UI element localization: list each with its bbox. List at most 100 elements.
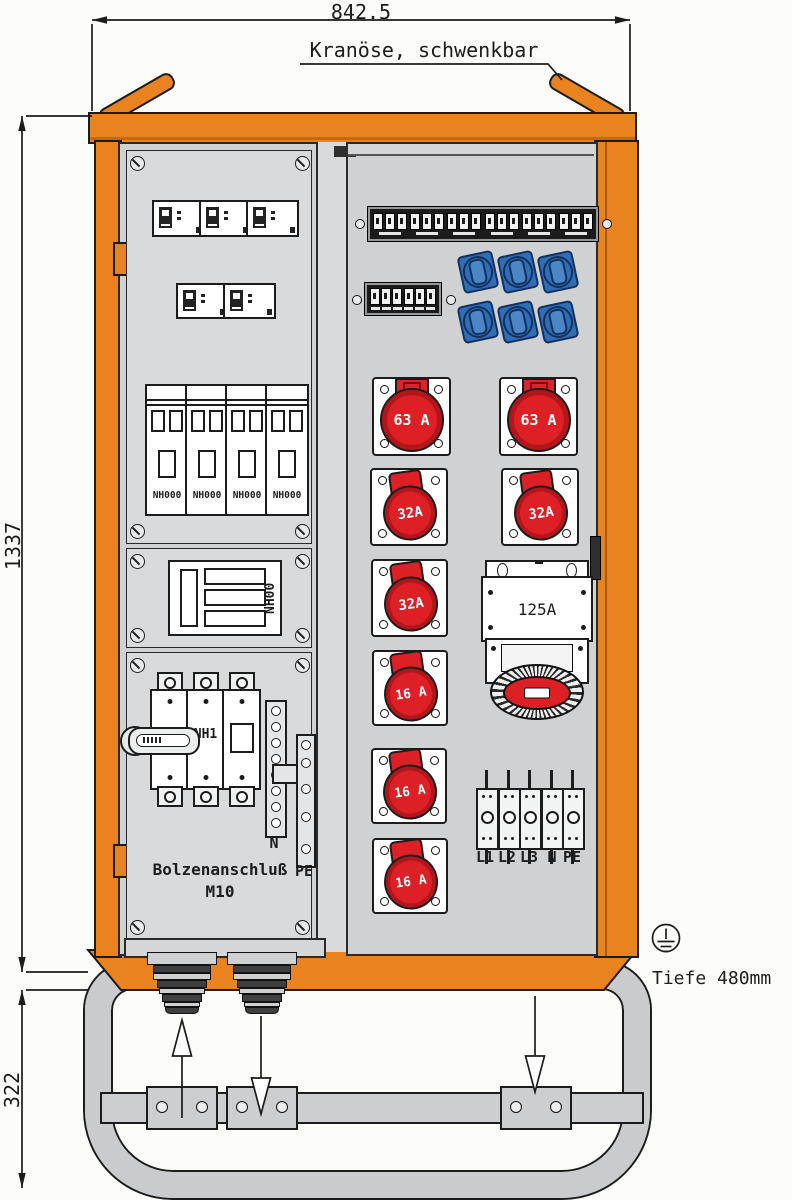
rating-label: 63 A	[520, 411, 557, 430]
screw	[130, 156, 145, 171]
nh000-fuse: NH000	[265, 384, 309, 516]
schuko-socket	[496, 299, 540, 345]
nh1-terminal	[157, 786, 183, 807]
breaker-module	[152, 200, 205, 237]
mounting-hole	[276, 1101, 288, 1113]
cee-socket-32a: 32A	[371, 559, 448, 637]
dim-width-value: 842.5	[330, 0, 392, 24]
nh00-contact	[204, 589, 266, 606]
cabinet-frame-left	[94, 140, 122, 958]
nh00-label: NH00	[263, 582, 278, 614]
breaker-module	[176, 283, 229, 319]
switch-handle-grip	[136, 734, 190, 747]
socket-body: 16 A	[377, 836, 442, 914]
screw	[130, 628, 145, 643]
schuko-socket	[456, 299, 500, 345]
terminal	[562, 788, 585, 850]
terminal-block	[476, 770, 590, 866]
nh1-terminal	[229, 786, 255, 807]
socket-face: 63 A	[379, 388, 444, 453]
screw	[130, 524, 145, 539]
mounting-hole	[510, 1101, 522, 1113]
screw	[446, 295, 456, 305]
center-divider	[316, 142, 348, 952]
right-panel-rail	[348, 144, 594, 156]
screw	[295, 920, 310, 935]
mounting-plate	[146, 1086, 218, 1130]
schuko-socket	[496, 249, 540, 295]
pe-busbar	[296, 734, 316, 868]
nh00-bar	[180, 569, 198, 627]
socket-body: 16 A	[377, 648, 442, 726]
socket-body: 16 A	[376, 746, 441, 824]
switch-handle	[128, 727, 200, 755]
terminal	[519, 788, 542, 850]
cabinet-top-bar	[88, 112, 637, 144]
nh000-label: NH000	[231, 490, 263, 501]
schuko-socket	[456, 249, 500, 295]
door-lock	[590, 536, 601, 580]
mounting-hole	[156, 1101, 168, 1113]
cee-socket-32a: 32A	[501, 468, 579, 546]
socket-body: 32A	[377, 558, 442, 636]
cee-socket-125a: 125A	[481, 560, 593, 740]
rating-label: 32A	[396, 503, 424, 523]
cee125-cover	[503, 676, 571, 710]
screw	[352, 295, 362, 305]
terminal-label-pe: PE	[562, 848, 582, 866]
rating-label: 63 A	[393, 411, 430, 430]
cee-socket-32a: 32A	[370, 468, 448, 546]
rating-label: 16 A	[394, 684, 428, 704]
mounting-plate	[226, 1086, 298, 1130]
rating-label: 16 A	[394, 872, 428, 892]
breaker-strip-18	[367, 206, 599, 242]
cabinet-frame-right	[594, 140, 639, 958]
nh1-pole	[222, 689, 261, 790]
rating-label: 32A	[527, 503, 555, 523]
nh00-block: NH00	[168, 560, 282, 636]
pe-terminal-label: PE	[294, 862, 314, 880]
door-latch	[334, 146, 356, 157]
breaker-strip-6	[364, 282, 442, 316]
dim-height-value: 1337	[1, 521, 25, 571]
cee-socket-63a: 63 A	[499, 377, 578, 456]
terminal-label-l3: L3	[519, 848, 539, 866]
cable-gland	[147, 952, 217, 1014]
socket-body: 32A	[507, 467, 572, 545]
terminal-label-l1: L1	[475, 848, 495, 866]
screw	[130, 658, 145, 673]
schuko-socket	[536, 299, 580, 345]
socket-face: 63 A	[506, 388, 571, 453]
rating-label: 16 A	[393, 782, 427, 802]
screw	[295, 524, 310, 539]
nh1-terminal	[193, 786, 219, 807]
nh000-fuse: NH000	[145, 384, 189, 516]
mounting-hole	[196, 1101, 208, 1113]
cee-socket-16a: 16 A	[372, 648, 448, 726]
dim-stand-height-value: 322	[0, 1071, 24, 1109]
bolt-size-label: M10	[205, 882, 235, 901]
cable-gland	[227, 952, 297, 1014]
mounting-hole	[236, 1101, 248, 1113]
depth-note: Tiefe 480mm	[652, 968, 772, 989]
terminal	[541, 788, 564, 850]
cee125-label: 125A	[517, 600, 557, 619]
nh000-fuse: NH000	[185, 384, 229, 516]
screw	[130, 554, 145, 569]
nh000-fuse: NH000	[225, 384, 269, 516]
screw	[295, 554, 310, 569]
nh000-label: NH000	[271, 490, 303, 501]
screw	[355, 219, 365, 229]
crane-eye-note: Kranöse, schwenkbar	[309, 38, 539, 62]
terminal-label-l2: L2	[497, 848, 517, 866]
screw	[602, 219, 612, 229]
screw	[130, 920, 145, 935]
screw	[295, 658, 310, 673]
cee125-body: 125A	[481, 576, 593, 642]
handle-hatch	[143, 736, 161, 743]
mounting-plate	[500, 1086, 572, 1130]
mounting-hole	[550, 1101, 562, 1113]
nh000-label: NH000	[191, 490, 223, 501]
cee-socket-16a: 16 A	[371, 746, 447, 824]
